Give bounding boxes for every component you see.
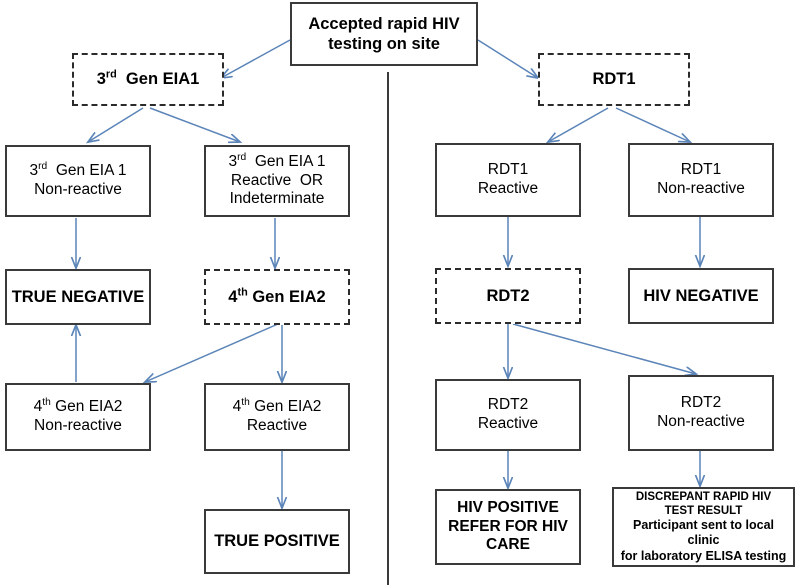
node-label: HIV NEGATIVE — [643, 286, 759, 305]
node-4th-gen-eia2-test[interactable]: 4th Gen EIA2 — [204, 269, 350, 325]
node-label: RDT2 Non-reactive — [657, 394, 745, 430]
node-label: RDT2 Reactive — [477, 396, 539, 432]
edge-root-eia1 — [221, 39, 291, 78]
edge-rdt1-react — [548, 107, 609, 142]
edge-root-rdt1 — [477, 39, 538, 78]
node-label: TRUE POSITIVE — [214, 532, 340, 551]
node-true-negative[interactable]: TRUE NEGATIVE — [5, 269, 151, 325]
node-3rd-gen-eia1-test[interactable]: 3rd Gen EIA1 — [72, 53, 224, 106]
node-label: 4th Gen EIA2 — [228, 286, 326, 306]
edge-rdt1-nonreact — [615, 107, 690, 142]
node-discrepant-result[interactable]: DISCREPANT RAPID HIV TEST RESULT Partici… — [612, 487, 795, 567]
node-rdt1-reactive[interactable]: RDT1 Reactive — [435, 143, 581, 217]
edge-eia1-nonreact — [88, 107, 144, 142]
node-label: TRUE NEGATIVE — [11, 287, 145, 306]
node-rdt1-non-reactive[interactable]: RDT1 Non-reactive — [628, 143, 774, 217]
node-rdt1-test[interactable]: RDT1 — [538, 53, 690, 106]
node-label: RDT1 — [592, 70, 636, 89]
node-rdt2-reactive[interactable]: RDT2 Reactive — [435, 379, 581, 451]
node-label: Accepted rapid HIV testing on site — [308, 14, 460, 53]
node-rdt2-non-reactive[interactable]: RDT2 Non-reactive — [628, 375, 774, 451]
node-hiv-negative[interactable]: HIV NEGATIVE — [628, 268, 774, 324]
node-true-positive[interactable]: TRUE POSITIVE — [204, 509, 350, 574]
node-accepted-rapid-hiv-testing[interactable]: Accepted rapid HIV testing on site — [290, 2, 478, 66]
node-label: RDT2 — [486, 286, 530, 305]
vertical-separator — [387, 72, 390, 585]
edge-eia1-react — [149, 107, 240, 142]
node-label: RDT1 Reactive — [477, 161, 539, 197]
node-label-secondary: Participant sent to local clinic for lab… — [620, 518, 787, 563]
edge-eia2-nonreact — [145, 323, 279, 382]
node-label: HIV POSITIVE REFER FOR HIV CARE — [448, 498, 568, 554]
edge-rdt2-nonreact — [512, 323, 696, 374]
node-label: 3rd Gen EIA1 — [96, 68, 200, 89]
node-hiv-positive-refer[interactable]: HIV POSITIVE REFER FOR HIV CARE — [435, 489, 581, 565]
node-label: RDT1 Non-reactive — [657, 161, 745, 197]
node-rdt2-test[interactable]: RDT2 — [435, 268, 581, 324]
node-label-primary: DISCREPANT RAPID HIV TEST RESULT — [635, 491, 772, 518]
